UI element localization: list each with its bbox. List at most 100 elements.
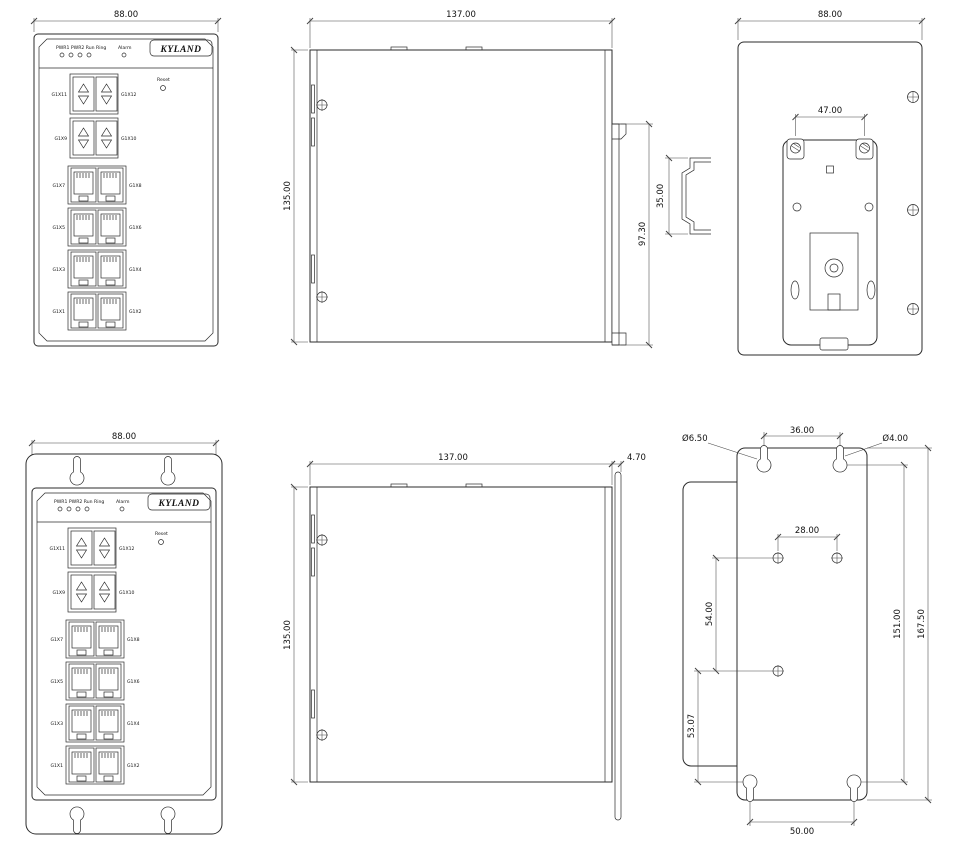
led-row-label: PWR1 PWR2 Run Ring — [54, 499, 104, 505]
rj45-pins — [103, 173, 117, 178]
rj45-pins — [101, 627, 115, 632]
dim-text: 88.00 — [818, 10, 842, 20]
rj45-row-4: G1X1 G1X2 — [52, 291, 142, 331]
dim-text: 47.00 — [818, 106, 842, 116]
enclosure-side — [309, 483, 613, 783]
keyhole-slot — [846, 774, 862, 802]
port-label: G1X3 — [50, 721, 63, 727]
din-clip — [611, 123, 627, 346]
rj45-pins — [101, 711, 115, 716]
sfp-latch-marks — [77, 83, 113, 105]
sfp-module-row-2: G1X9 G1X10 — [52, 571, 135, 613]
port-label: G1X12 — [121, 92, 137, 98]
port-label: G1X5 — [52, 225, 65, 231]
dim-depth: 137.00 — [306, 10, 616, 48]
dim-top-hole-spacing: 36.00 — [760, 426, 844, 446]
dim-text: 97.30 — [638, 222, 648, 246]
port-label: G1X9 — [54, 136, 67, 142]
panel-screw — [316, 534, 328, 546]
dim-text: 135.00 — [283, 620, 293, 650]
panel-screw — [316, 99, 328, 111]
port-label: G1X8 — [129, 183, 142, 189]
dim-text: 50.00 — [790, 827, 814, 837]
front-panel: PWR1 PWR2 Run Ring Alarm KYLAND Reset G1… — [33, 33, 219, 347]
enclosure-outline — [309, 486, 613, 783]
port-label: G1X7 — [52, 183, 65, 189]
view-din-front: 88.00 PWR1 PWR2 Run Ring Alarm KYLAND Re… — [30, 10, 222, 347]
dim-hook-spacing: 47.00 — [792, 106, 868, 136]
ring-led — [86, 52, 92, 58]
dim-text: Ø6.50 — [682, 433, 708, 444]
dim-text: 151.00 — [893, 609, 903, 639]
view-din-back: 88.00 47.00 — [734, 10, 926, 356]
pwr2-led — [68, 52, 74, 58]
rj45-pins — [103, 257, 117, 262]
screw-hole — [772, 665, 784, 677]
port-label: G1X8 — [127, 637, 140, 643]
case-screw — [907, 204, 919, 216]
logo-border — [147, 493, 211, 511]
rj45-pins — [74, 753, 88, 758]
plate-hole — [864, 202, 874, 212]
status-led-cluster: PWR1 PWR2 Run Ring Alarm — [56, 45, 132, 58]
port-label: G1X5 — [50, 679, 63, 685]
dim-rail-height: 35.00 — [656, 154, 688, 238]
din-mount-plate — [782, 138, 878, 351]
dim-text: 135.00 — [283, 181, 293, 211]
dim-text: 137.00 — [446, 10, 476, 20]
port-label: G1X4 — [127, 721, 140, 727]
brand-logo: KYLAND — [149, 39, 213, 57]
view-wall-side: 137.00 4.70 135.00 — [283, 453, 646, 821]
plate-slot — [866, 280, 876, 300]
dim-width: 88.00 — [734, 10, 926, 40]
din-rail-profile — [681, 157, 711, 235]
top-tab — [390, 483, 408, 488]
pwr2-led — [66, 506, 72, 512]
port-label: G1X2 — [129, 309, 142, 315]
screw-hole — [772, 552, 784, 564]
port-label: G1X10 — [119, 590, 135, 596]
alarm-label: Alarm — [116, 499, 130, 505]
wall-bracket-side — [614, 471, 622, 821]
dim-text: 54.00 — [705, 602, 715, 626]
rj45-row-2: G1X5 G1X6 — [50, 661, 140, 701]
din-spring-latch — [790, 232, 876, 351]
port-label: G1X10 — [121, 136, 137, 142]
keyhole-slot — [742, 774, 758, 802]
top-tab — [390, 46, 408, 51]
plate-square-hole — [826, 165, 834, 174]
pwr1-led — [59, 52, 65, 58]
wall-bracket-plate — [736, 445, 868, 802]
view-din-side: 137.00 135.00 97.30 35.00 — [283, 10, 711, 349]
dim-lower-spacing-v: 53.07 — [687, 667, 743, 786]
dim-text: 53.07 — [687, 714, 697, 738]
dim-text: 88.00 — [112, 432, 136, 442]
enclosure-side — [309, 46, 613, 343]
reset-label: Reset — [157, 77, 170, 83]
din-hook — [786, 138, 805, 160]
dim-screw-spacing-h: 28.00 — [774, 526, 841, 551]
keyhole-slot — [69, 806, 85, 834]
view-wall-back: 36.00 Ø6.50 Ø4.00 28.00 54.00 53.07 151.… — [682, 426, 932, 837]
run-led — [77, 52, 83, 58]
rj45-row-1: G1X7 G1X8 — [50, 619, 140, 659]
led-row-label: PWR1 PWR2 Run Ring — [56, 45, 106, 51]
rj45-row-3: G1X3 G1X4 — [52, 249, 142, 289]
case-screw — [907, 91, 919, 103]
dim-bottom-hole-spacing: 50.00 — [746, 802, 858, 837]
reset-button — [160, 85, 166, 91]
port-label: G1X6 — [127, 679, 140, 685]
port-label: G1X11 — [52, 92, 68, 98]
alarm-led — [119, 506, 125, 512]
case-screw — [907, 303, 919, 315]
rj45-pins — [74, 627, 88, 632]
dim-plate-height: 167.50 — [867, 444, 932, 804]
keyhole-slot — [69, 456, 85, 486]
dim-text: 28.00 — [795, 526, 819, 536]
rj45-pins — [74, 669, 88, 674]
dim-clip-height: 97.30 — [621, 120, 653, 349]
sfp-module-row-2: G1X9 G1X10 — [54, 117, 137, 159]
dim-screw-spacing-v: 54.00 — [705, 554, 772, 675]
front-panel: PWR1 PWR2 Run Ring Alarm KYLAND Reset G1… — [31, 487, 217, 801]
